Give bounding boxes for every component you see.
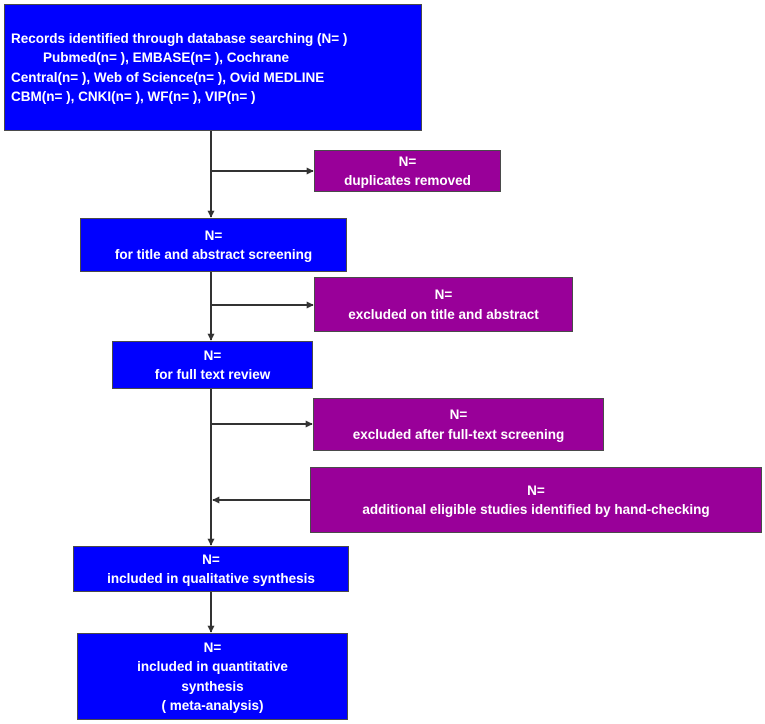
records-sources-line-3: CBM(n= ), CNKI(n= ), WF(n= ), VIP(n= ) — [11, 89, 256, 104]
qualitative-label: included in qualitative synthesis — [107, 571, 315, 586]
records-title: Records identified through database sear… — [11, 30, 348, 46]
qualitative-count: N= — [202, 551, 220, 567]
duplicates-removed-box: N= duplicates removed — [314, 150, 501, 192]
additional-studies-box: N= additional eligible studies identifie… — [310, 467, 762, 533]
title-abstract-screening-box: N= for title and abstract screening — [80, 218, 347, 272]
screening-count: N= — [204, 227, 223, 243]
duplicates-label: duplicates removed — [344, 173, 471, 188]
excluded-full-label: excluded after full-text screening — [352, 426, 565, 442]
full-text-count: N= — [203, 347, 222, 363]
excluded-title-label: excluded on title and abstract — [348, 306, 539, 322]
quantitative-label-line-2: synthesis — [181, 678, 244, 694]
quantitative-label-line-3: ( meta-analysis) — [161, 698, 264, 713]
duplicates-count: N= — [398, 153, 417, 169]
excluded-title-abstract-box: N= excluded on title and abstract — [314, 277, 573, 332]
excluded-title-count: N= — [434, 287, 453, 302]
quantitative-count: N= — [203, 639, 222, 655]
screening-label: for title and abstract screening — [114, 247, 313, 262]
full-text-review-box: N= for full text review — [112, 341, 313, 389]
records-identified-box: Records identified through database sear… — [4, 4, 422, 131]
quantitative-label-line-1: included in quantitative — [137, 659, 288, 674]
records-sources-line-1: Pubmed(n= ), EMBASE(n= ), Cochrane — [43, 50, 290, 65]
additional-label: additional eligible studies identified b… — [362, 502, 710, 517]
excluded-full-count: N= — [449, 407, 468, 422]
full-text-label: for full text review — [154, 367, 271, 382]
quantitative-synthesis-box: N= included in quantitative synthesis ( … — [77, 633, 348, 720]
records-sources-line-2: Central(n= ), Web of Science(n= ), Ovid … — [11, 69, 325, 85]
additional-count: N= — [527, 482, 545, 498]
excluded-full-text-box: N= excluded after full-text screening — [313, 398, 604, 451]
qualitative-synthesis-box: N= included in qualitative synthesis — [73, 546, 349, 592]
